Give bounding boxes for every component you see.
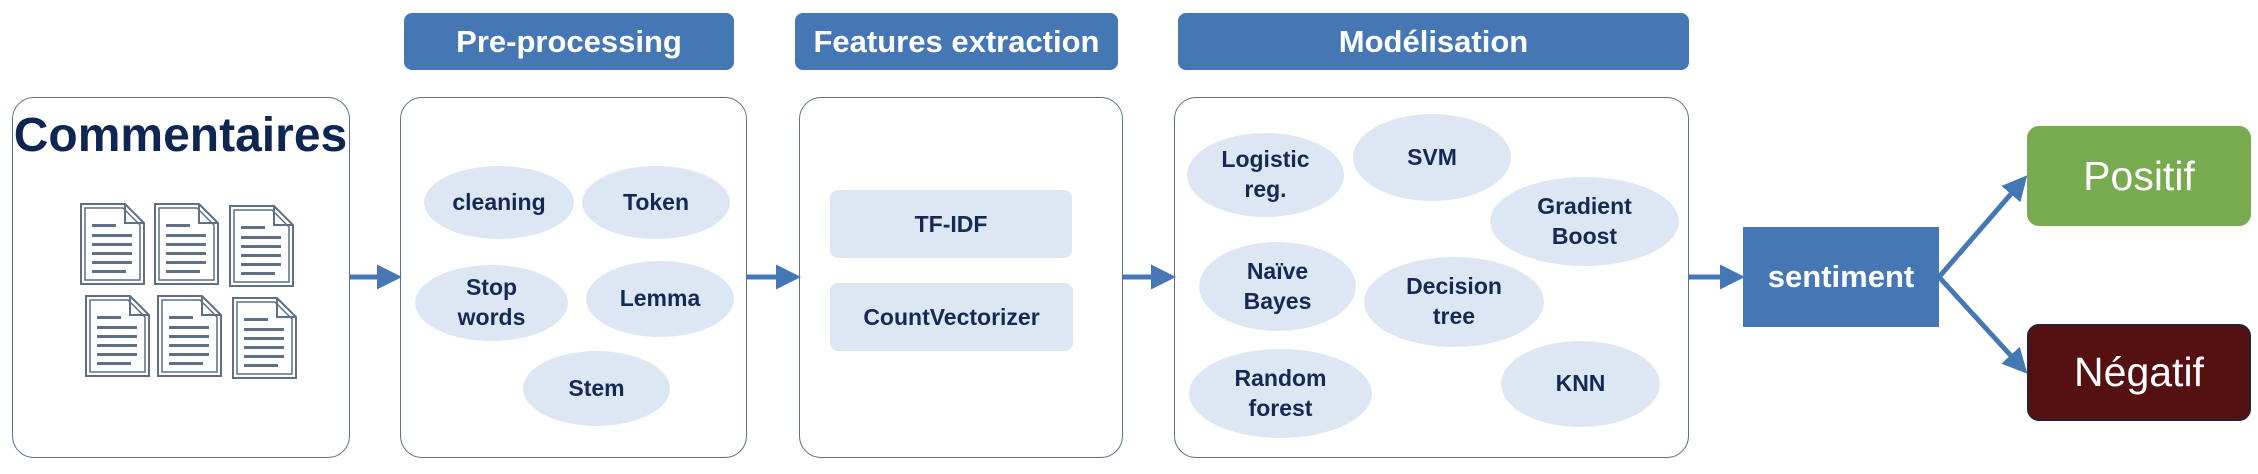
negative-box: Négatif — [2027, 324, 2251, 421]
features-panel — [799, 97, 1123, 458]
rect-tfidf: TF-IDF — [830, 190, 1072, 258]
positive-box: Positif — [2027, 126, 2251, 226]
sentiment-box: sentiment — [1743, 227, 1939, 327]
oval-cleaning: cleaning — [424, 166, 574, 239]
features-header: Features extraction — [795, 13, 1118, 70]
oval-knn: KNN — [1501, 341, 1660, 427]
oval-decision-tree: Decision tree — [1364, 257, 1544, 347]
oval-token: Token — [582, 166, 730, 239]
oval-lemma: Lemma — [586, 261, 734, 337]
preprocessing-header: Pre-processing — [404, 13, 734, 70]
arrow-sentiment-to-negative — [1937, 275, 2028, 374]
oval-gradient-boost: Gradient Boost — [1490, 177, 1679, 266]
oval-random-forest: Random forest — [1189, 349, 1372, 438]
modeling-header: Modélisation — [1178, 13, 1689, 70]
comments-title: Commentaires — [13, 109, 348, 162]
oval-stop-words: Stop words — [415, 265, 568, 341]
rect-countvectorizer: CountVectorizer — [830, 283, 1073, 351]
oval-logistic-reg: Logistic reg. — [1187, 133, 1344, 217]
oval-stem: Stem — [523, 351, 670, 426]
oval-svm: SVM — [1353, 114, 1511, 201]
oval-naive-bayes: Naïve Bayes — [1199, 242, 1356, 331]
arrow-sentiment-to-positive — [1937, 175, 2028, 279]
